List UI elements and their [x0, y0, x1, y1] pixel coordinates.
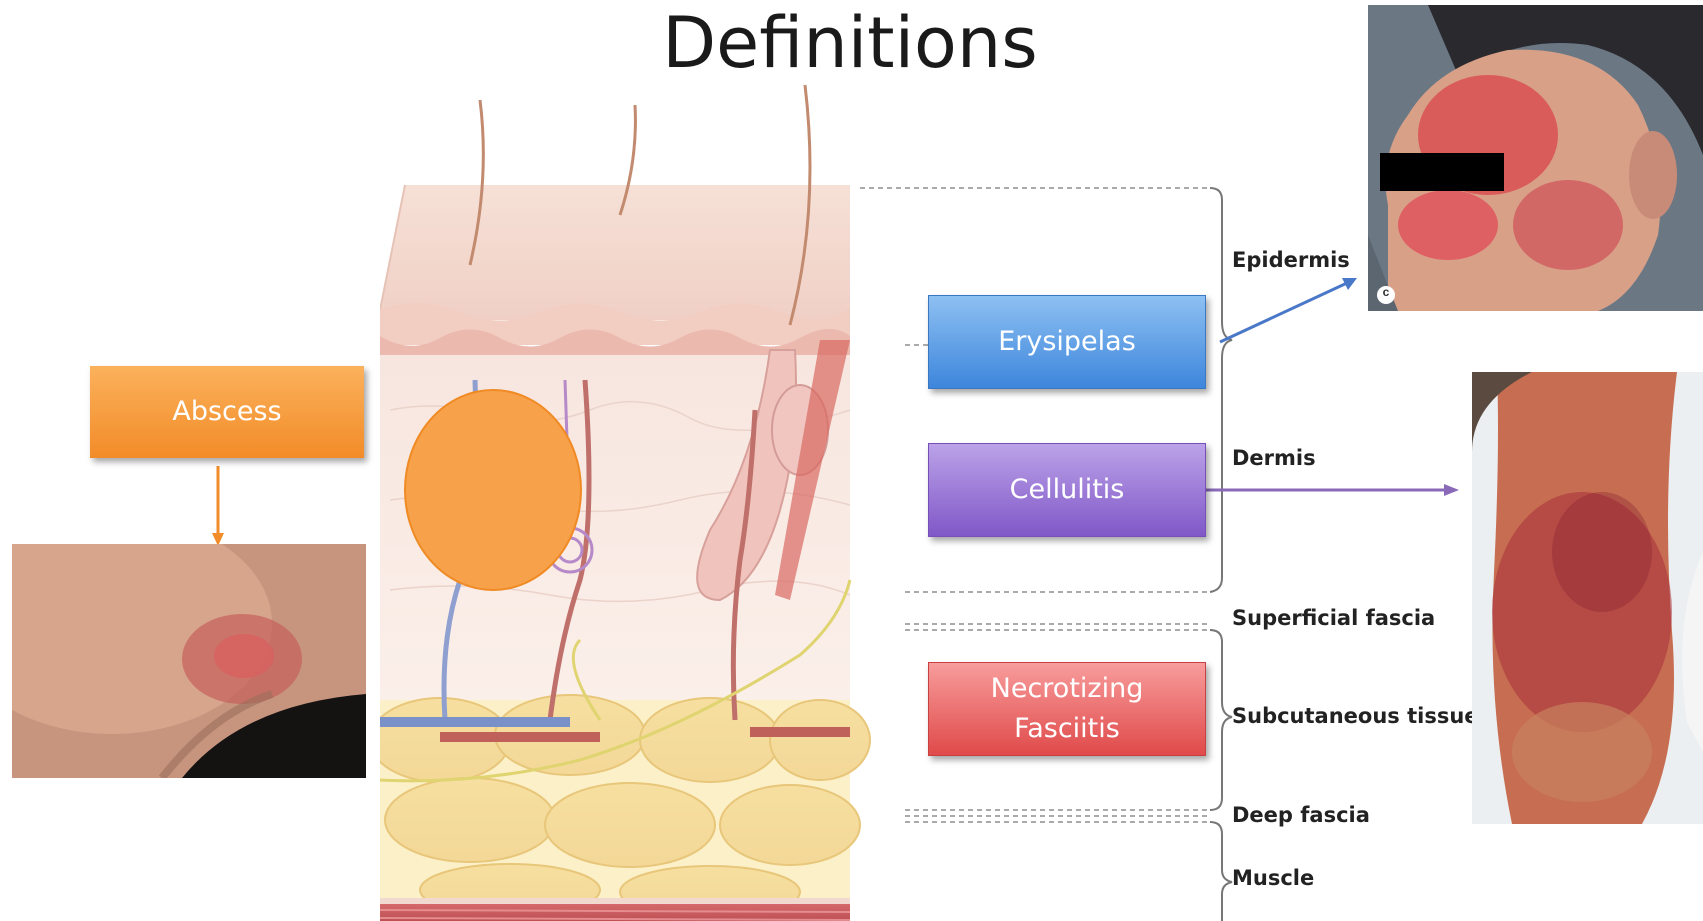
label-muscle: Muscle	[1232, 866, 1314, 890]
erysipelas-arrow	[1220, 283, 1347, 342]
cellulitis-box: Cellulitis	[928, 443, 1206, 537]
leg-cellulitis-photo	[1472, 372, 1703, 824]
label-deep-fascia: Deep fascia	[1232, 803, 1370, 827]
abscess-box: Abscess	[90, 366, 364, 458]
skin-abscess-photo	[12, 544, 366, 778]
label-epidermis: Epidermis	[1232, 248, 1350, 272]
label-superficial-fascia: Superficial fascia	[1232, 606, 1435, 630]
facial-erysipelas-photo: c	[1368, 5, 1703, 311]
photo-copyright-badge: c	[1381, 285, 1391, 299]
label-dermis: Dermis	[1232, 446, 1316, 470]
erysipelas-box: Erysipelas	[928, 295, 1206, 389]
label-subcutaneous-tissue: Subcutaneous tissue	[1232, 704, 1479, 728]
necrotizing-fasciitis-box: Necrotizing Fasciitis	[928, 662, 1206, 756]
